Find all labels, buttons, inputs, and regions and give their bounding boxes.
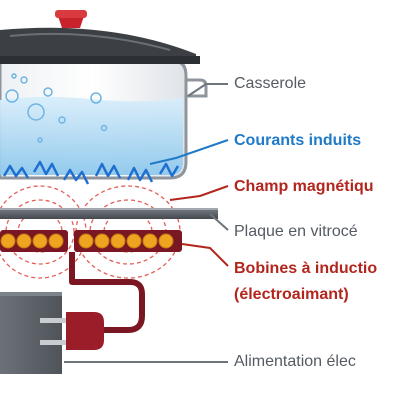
eddy-current-zigzag (94, 162, 122, 179)
leader-casserole (187, 83, 228, 97)
bubble (37, 137, 43, 143)
label-plaque-vitroceramique: Plaque en vitrocé (234, 223, 358, 240)
coil-turn (94, 233, 110, 249)
coil-turns (0, 233, 174, 249)
bubble (5, 89, 19, 103)
coil-turn (16, 233, 32, 249)
coil-turn (110, 233, 126, 249)
field-loop (5, 199, 75, 265)
label-bobines-line2: (électroaimant) (234, 286, 349, 303)
lid-knob-icon (58, 16, 84, 28)
pot-handle (186, 78, 208, 98)
induction-coils (0, 230, 182, 252)
leader-lines (64, 83, 229, 363)
label-bobines-line1: Bobines à inductio (234, 260, 378, 277)
eddy-current-zigzag (126, 166, 154, 183)
water (0, 96, 183, 175)
pot-lid (0, 27, 196, 62)
eddy-current-zigzag (2, 164, 30, 179)
leader-plaque (209, 213, 229, 231)
leader-champ (169, 185, 229, 201)
label-alimentation: Alimentation élec (234, 353, 356, 370)
eddy-current-zigzag (62, 168, 90, 185)
coil-turn (0, 233, 16, 249)
bubbles (5, 73, 108, 143)
lid-knob-top (55, 10, 87, 18)
lid-rim (0, 56, 200, 64)
bubble (20, 76, 28, 84)
leader-bobines (181, 243, 229, 267)
plug-icon (40, 312, 104, 350)
power-outlet (0, 292, 62, 374)
label-courants-induits: Courants induits (234, 132, 362, 149)
label-champ-magnetique: Champ magnétiqu (234, 178, 374, 195)
bubble (43, 87, 53, 97)
coil-turn (142, 233, 158, 249)
bubble (100, 124, 108, 132)
bubble (58, 116, 66, 124)
eddy-current-zigzag (158, 162, 180, 178)
coil-turn (78, 233, 94, 249)
coil-turn (48, 233, 64, 249)
bubble (11, 73, 17, 79)
leader-courants (149, 139, 229, 165)
eddy-currents (2, 160, 180, 185)
vitroceramic-plate (0, 208, 218, 219)
bubble (27, 103, 45, 121)
eddy-current-zigzag (32, 160, 60, 177)
power-cable (69, 252, 145, 333)
label-casserole: Casserole (234, 75, 307, 92)
casserole-pot (0, 10, 208, 180)
lid-highlight (9, 32, 171, 51)
bubble (90, 92, 102, 104)
coil-turn (158, 233, 174, 249)
coil-turn (126, 233, 142, 249)
coil-turn (32, 233, 48, 249)
